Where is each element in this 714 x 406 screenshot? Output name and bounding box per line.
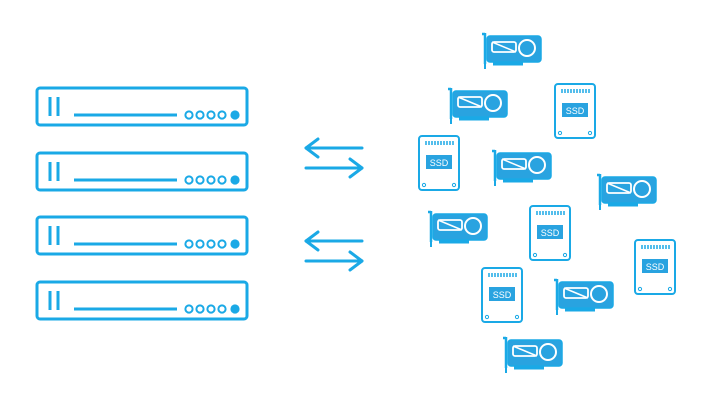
server-rack-icon: [35, 280, 249, 321]
bidirectional-arrows-icon: [304, 137, 364, 179]
gpu-card-icon: [480, 31, 543, 71]
ssd-drive-icon: SSD: [418, 135, 460, 191]
gpu-card-icon: [446, 86, 509, 126]
ssd-label: SSD: [541, 228, 560, 238]
gpu-card-icon: [595, 172, 658, 212]
ssd-drive-group: SSD SSD SSD SSD SSD: [418, 83, 676, 323]
ssd-label: SSD: [646, 262, 665, 272]
server-rack-group: [35, 86, 249, 321]
gpu-card-icon: [490, 148, 553, 188]
gpu-card-group: [426, 31, 658, 375]
gpu-card-icon: [501, 335, 564, 375]
ssd-label: SSD: [493, 290, 512, 300]
ssd-label: SSD: [430, 158, 449, 168]
ssd-drive-icon: SSD: [529, 205, 571, 261]
gpu-card-icon: [552, 277, 615, 317]
server-rack-icon: [35, 86, 249, 127]
ssd-drive-icon: SSD: [634, 239, 676, 295]
bidirectional-arrows-icon: [304, 230, 364, 272]
server-rack-icon: [35, 151, 249, 192]
ssd-drive-icon: SSD: [481, 267, 523, 323]
gpu-card-icon: [426, 209, 489, 249]
server-rack-icon: [35, 215, 249, 256]
ssd-drive-icon: SSD: [554, 83, 596, 139]
ssd-label: SSD: [566, 106, 585, 116]
